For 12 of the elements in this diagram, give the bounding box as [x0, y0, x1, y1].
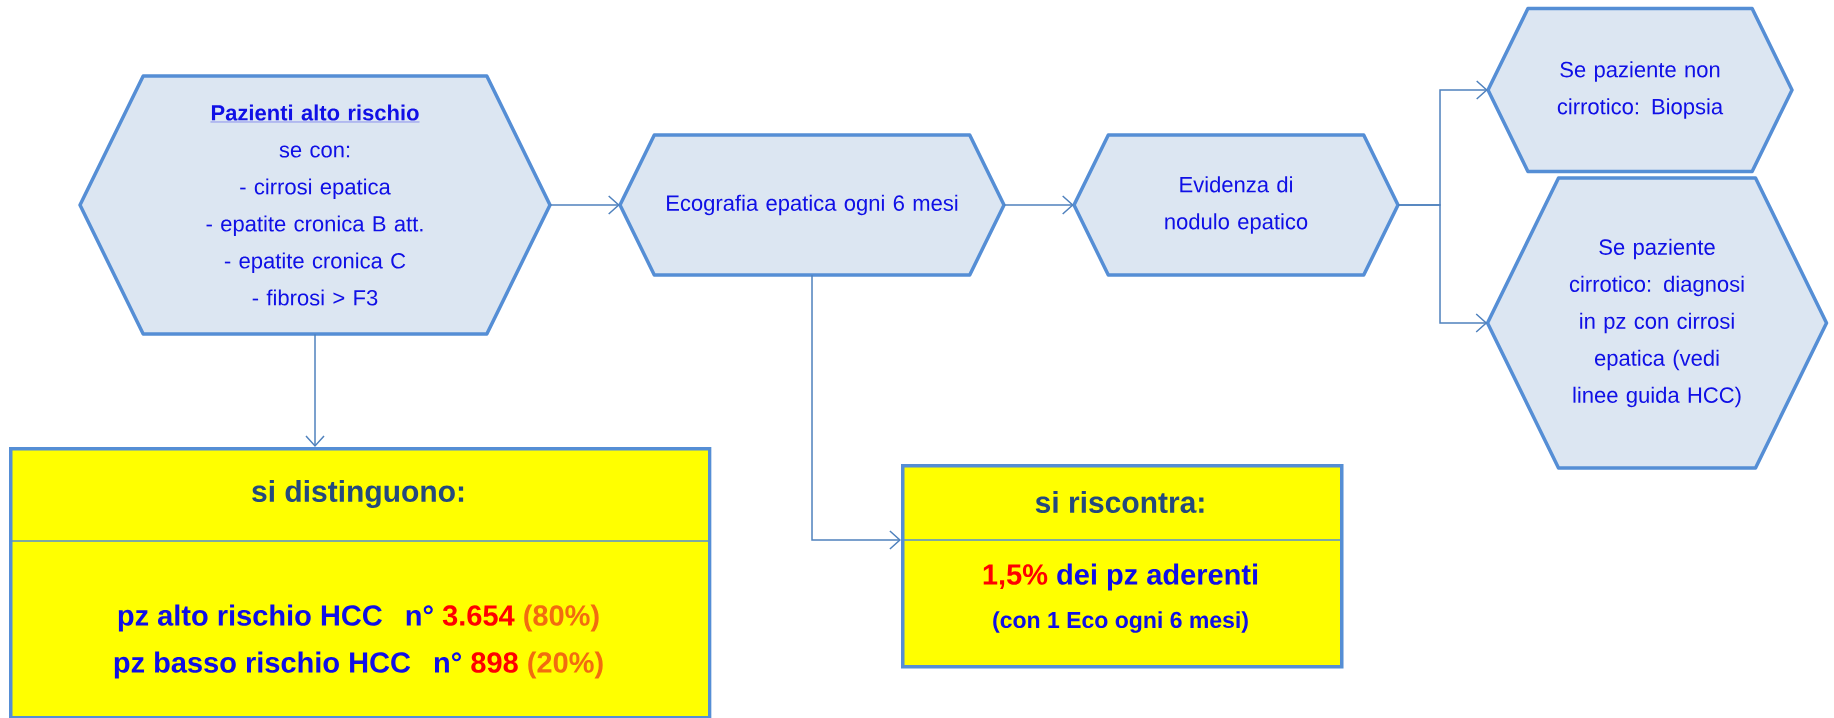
- arrow: [1397, 204, 1488, 333]
- table-box: si distinguono: pz alto rischio HCC n° 3.654 (80%) pz basso rischio HCC n° 898 (20%): [8, 447, 712, 718]
- arrow: [811, 274, 901, 550]
- arrow: [305, 333, 325, 447]
- hexagon-box: Se paziente cirrotico: diagnosi in pz con cirrosi epatica (vedi linee guida HCC): [1485, 176, 1829, 470]
- hexagon-box: Se paziente non cirrotico: Biopsia: [1486, 6, 1794, 174]
- table-box: si riscontra: 1,5% dei pz aderenti (con 1 Eco ogni 6 mesi): [900, 464, 1344, 669]
- arrow: [1003, 195, 1074, 215]
- arrow: [549, 195, 620, 215]
- hexagon-box: Ecografia epatica ogni 6 mesi: [618, 133, 1006, 277]
- hexagon-box: Pazienti alto rischio se con: - cirrosi epatica - epatite cronica B att. - epatite cronica C - fibrosi > F3: [78, 74, 552, 336]
- hexagon-box: Evidenza di nodulo epatico: [1072, 133, 1400, 277]
